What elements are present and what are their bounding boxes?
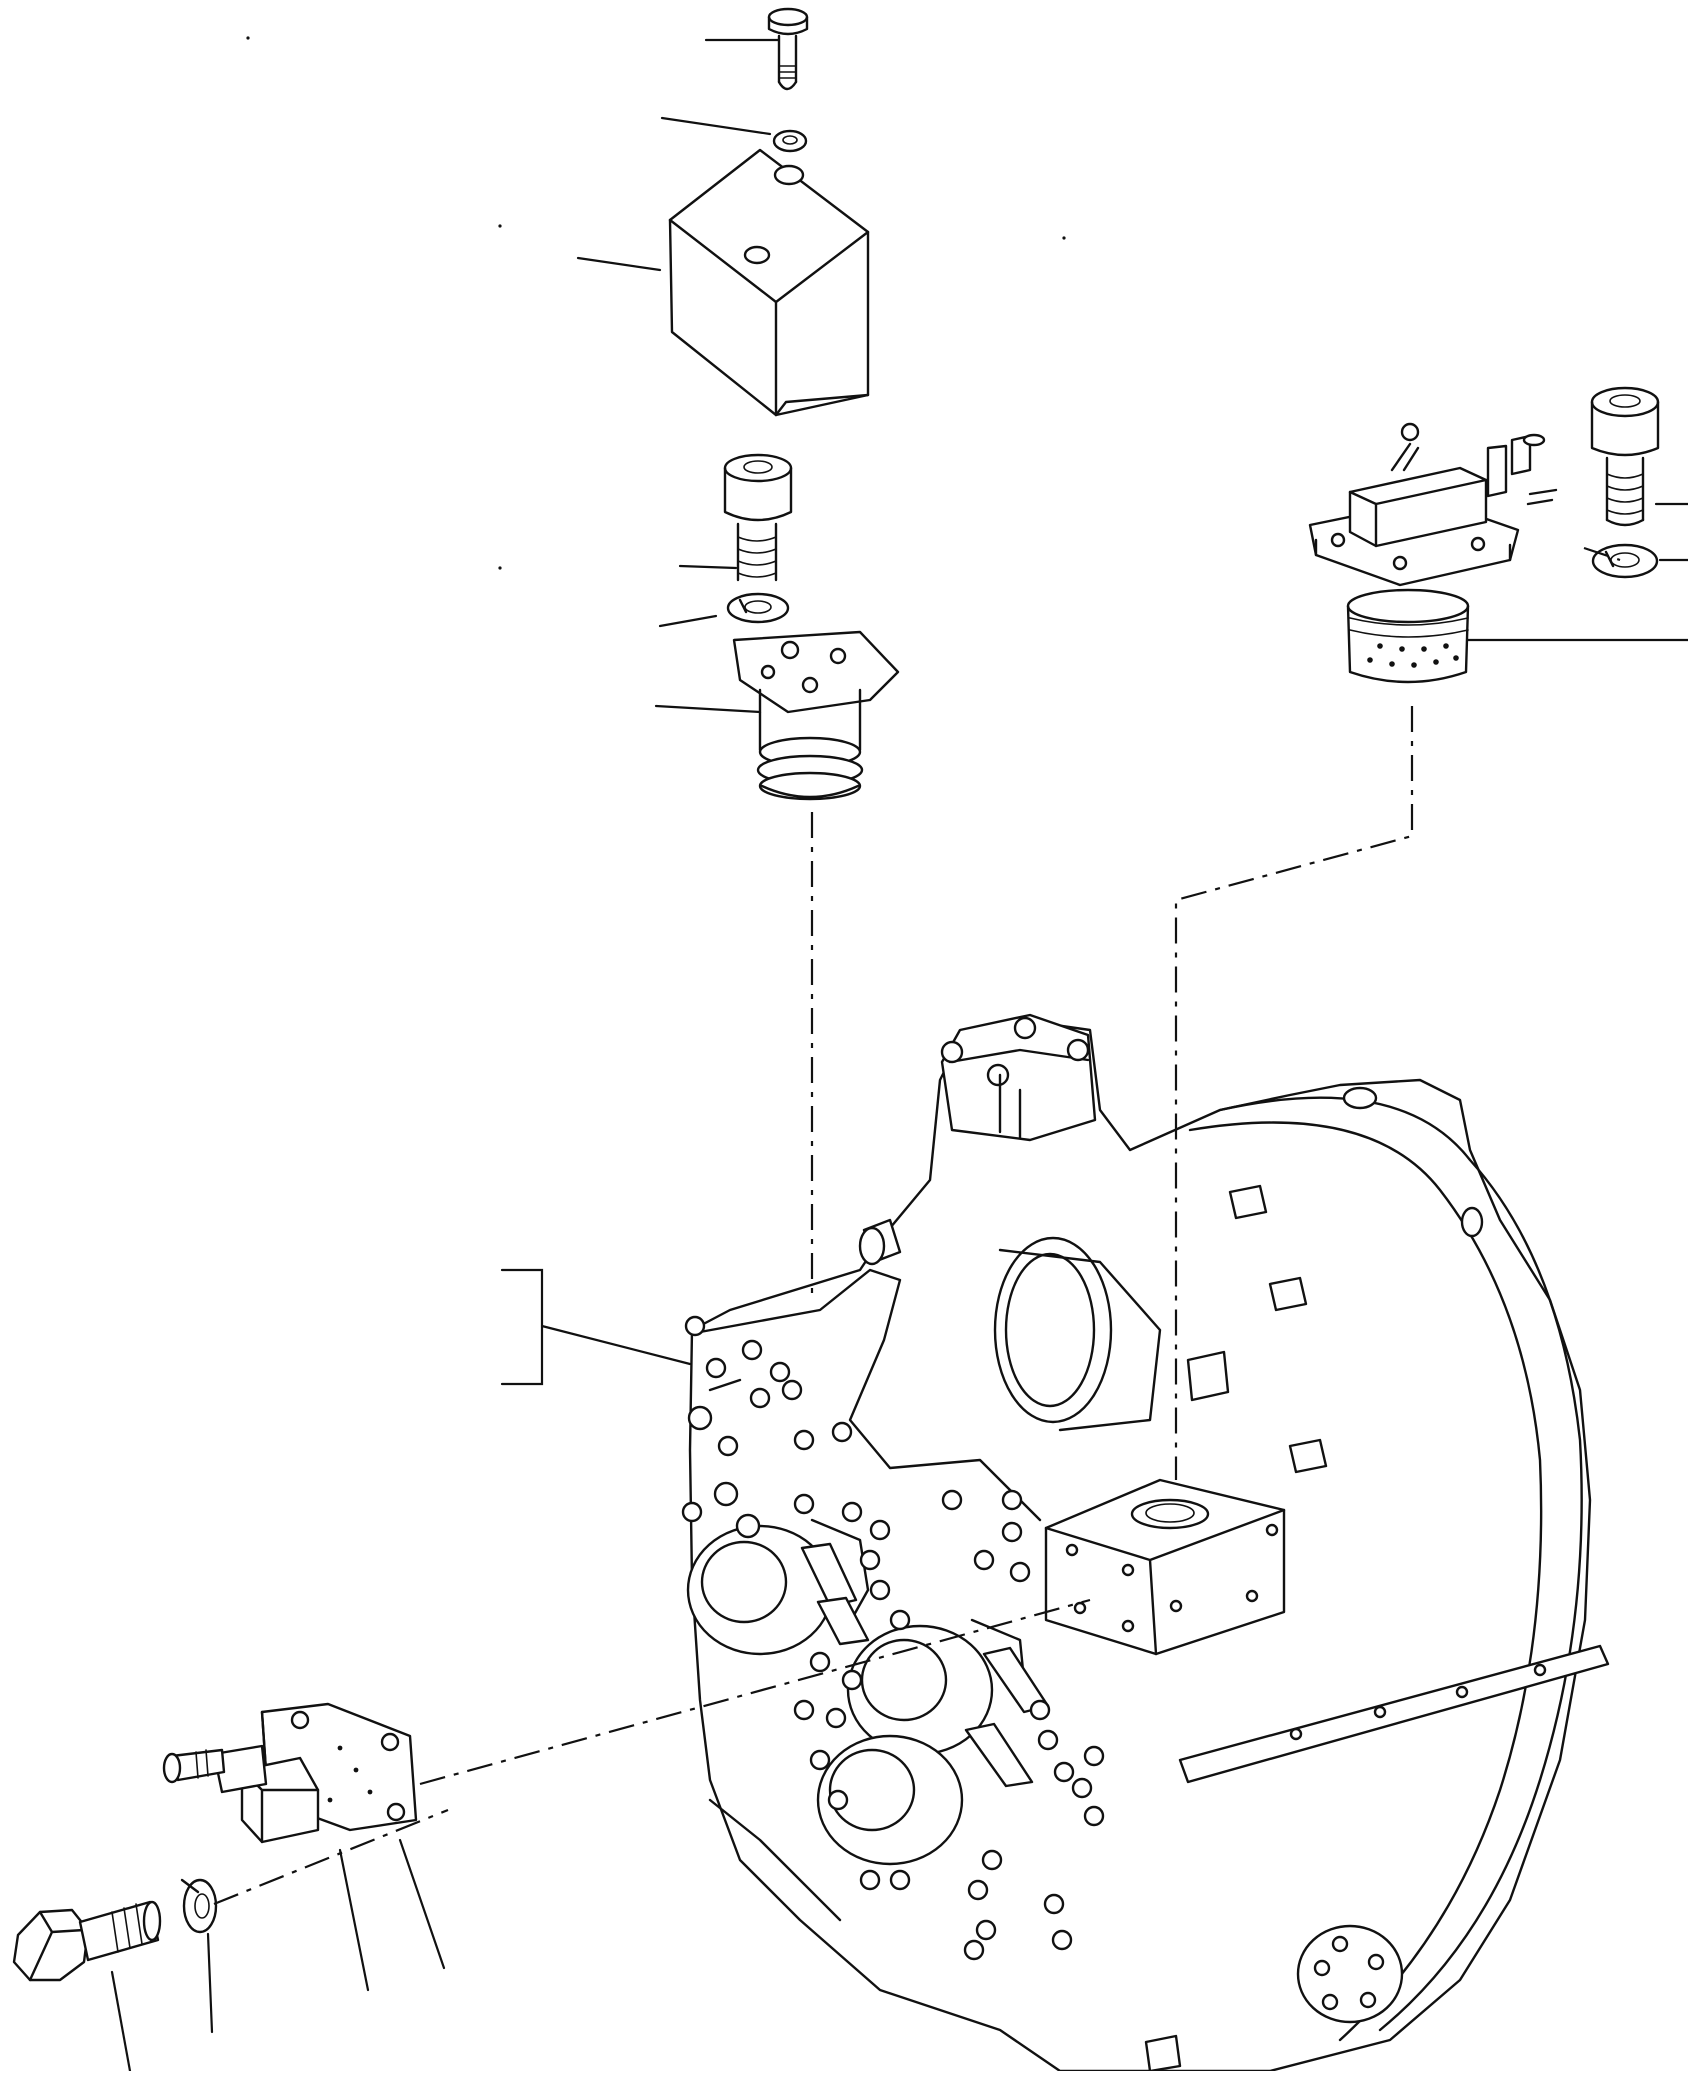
hex-bolt [12, 1900, 162, 1982]
centerline-right [1583, 546, 1621, 562]
top-cover-box [668, 148, 870, 417]
top-bolt [767, 7, 809, 91]
split-ring [726, 592, 790, 624]
cap-screw [723, 453, 793, 582]
valve-body [732, 630, 900, 801]
centerline-solenoid [1174, 706, 1414, 1480]
top-washer [772, 129, 808, 153]
right-split-ring [1591, 543, 1659, 579]
front-face-bolts [681, 1315, 1105, 1961]
centerline-bolt [213, 1808, 449, 1906]
solenoid-valve-assembly [1308, 422, 1558, 684]
transmission-housing [681, 1013, 1610, 2073]
sensor-assembly [162, 1702, 418, 1844]
right-cap-screw [1590, 386, 1660, 527]
centerline-sensor [419, 1598, 1091, 1786]
lower-split-ring [180, 1878, 218, 1934]
callout-leaders [110, 38, 1688, 2073]
